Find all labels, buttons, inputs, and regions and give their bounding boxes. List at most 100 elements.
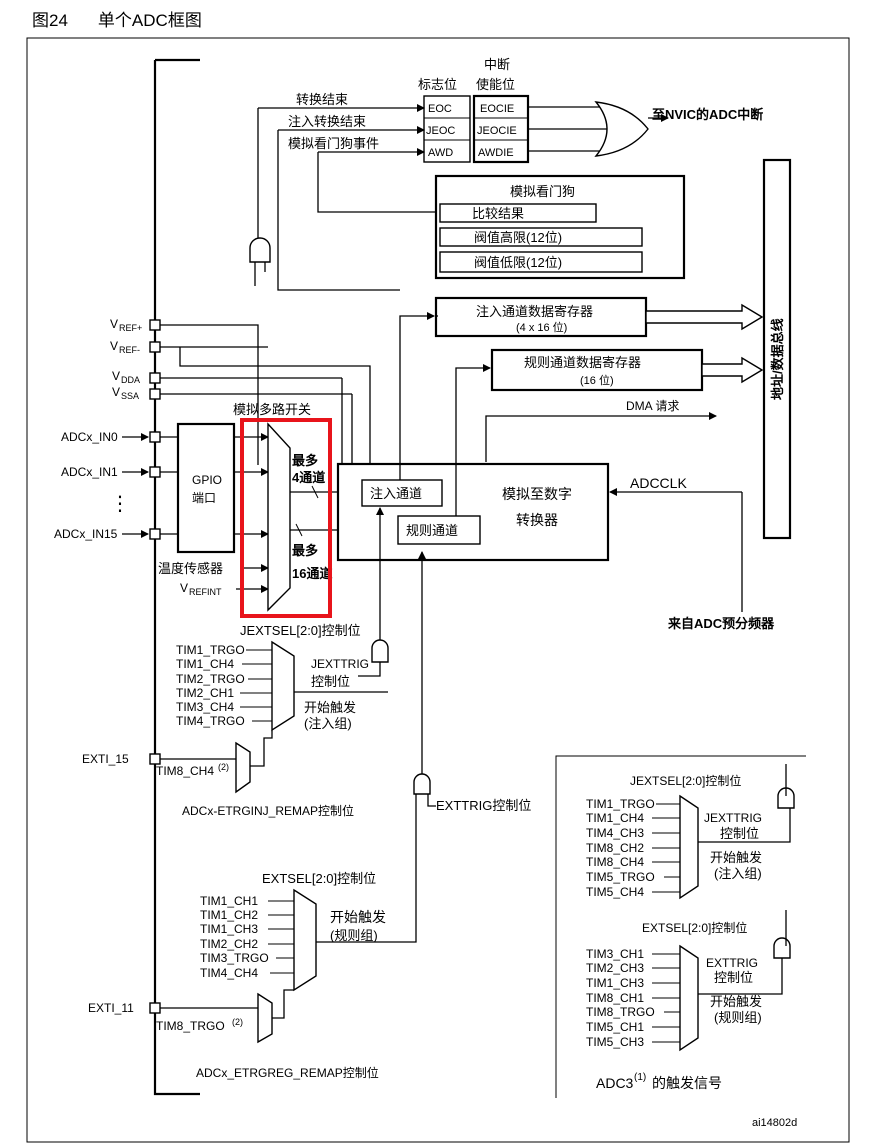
inj-data-register <box>434 296 648 338</box>
jexttrig-label-1: JEXTTRIG <box>311 657 369 671</box>
adcx-in1-pin: ADCx_IN1 <box>61 465 161 479</box>
svg-text:V: V <box>112 385 120 399</box>
reg-src-0: TIM1_CH1 <box>200 894 258 908</box>
adc3-reg-start-2: (规则组) <box>714 1010 762 1025</box>
svg-text:V: V <box>110 339 118 353</box>
reg-data-register <box>490 348 704 392</box>
adc3-inj-src-0: TIM1_TRGO <box>586 797 655 811</box>
exti15-label: EXTI_15 <box>82 752 129 766</box>
jextsel-label: JEXTSEL[2:0]控制位 <box>240 623 361 638</box>
address-data-bus <box>762 158 792 540</box>
inj-src-3: TIM2_CH1 <box>176 686 234 700</box>
bus-label: 地址/数据总线 <box>770 318 785 400</box>
reg-src-1: TIM1_CH2 <box>200 908 258 922</box>
adc3-inj-and-gate-icon <box>777 787 795 809</box>
svg-text:(2): (2) <box>218 762 229 772</box>
adc3-inj-start-1: 开始触发 <box>710 850 762 865</box>
inj-src-5: TIM4_TRGO <box>176 714 245 728</box>
adc3-reg-sources: TIM3_CH1 TIM2_CH3 TIM1_CH3 TIM8_CH1 TIM8… <box>586 947 655 1049</box>
adc3-reg-start-1: 开始触发 <box>710 994 762 1009</box>
inj-start-1: 开始触发 <box>304 700 356 715</box>
watchdog-title: 模拟看门狗 <box>510 184 575 199</box>
reg-src-3: TIM2_CH2 <box>200 937 258 951</box>
svg-text:ADC3: ADC3 <box>596 1075 634 1091</box>
svg-text:REFINT: REFINT <box>189 587 222 597</box>
svg-text:TIM8_CH4: TIM8_CH4 <box>156 764 214 778</box>
exti11-label: EXTI_11 <box>88 1001 134 1015</box>
reg-register-size: (16 位) <box>580 373 614 387</box>
etrginj-remap-mux <box>235 741 251 794</box>
adc3-reg-src-4: TIM8_TRGO <box>586 1005 655 1019</box>
int-header-2: 使能位 <box>476 77 515 92</box>
adc3-reg-and-gate-icon <box>773 937 791 959</box>
inj-register-title: 注入通道数据寄存器 <box>476 304 593 319</box>
svg-text:DDA: DDA <box>121 375 140 385</box>
adc3-exttrig-1: EXTTRIG <box>706 956 758 970</box>
prescaler-label: 来自ADC预分频器 <box>667 616 775 631</box>
int-header-1: 中断 <box>484 57 510 72</box>
reg-src-5: TIM4_CH4 <box>200 966 258 980</box>
threshold-low: 阀值低限(12位) <box>474 255 562 270</box>
analog-mux <box>267 422 291 612</box>
inj-channel-label: 注入通道 <box>370 486 422 501</box>
svg-text:ADCx_IN1: ADCx_IN1 <box>61 465 118 479</box>
inj-bus-arrow-icon <box>645 303 764 331</box>
adc3-inj-src-1: TIM1_CH4 <box>586 811 644 825</box>
inj-src-4: TIM3_CH4 <box>176 700 234 714</box>
reg-channel-box <box>397 515 481 545</box>
reg-trigger-mux <box>293 888 317 992</box>
inj-conv-end-label: 注入转换结束 <box>288 114 366 129</box>
etrgreg-remap-label: ADCx_ETRGREG_REMAP控制位 <box>196 1065 379 1080</box>
adc3-inj-src-6: TIM5_CH4 <box>586 885 644 899</box>
reg-bus-arrow-icon <box>701 356 764 384</box>
adc3-inj-src-5: TIM5_TRGO <box>586 870 655 884</box>
adc3-jextsel: JEXTSEL[2:0]控制位 <box>630 773 741 788</box>
dma-label: DMA 请求 <box>626 399 679 413</box>
adc3-inj-src-2: TIM4_CH3 <box>586 826 644 840</box>
adc-label-1: 模拟至数字 <box>502 486 572 502</box>
vrefint-label: V REFINT <box>180 581 222 597</box>
svg-text:V: V <box>180 581 188 595</box>
adc-converter <box>336 462 610 562</box>
svg-text:的触发信号: 的触发信号 <box>652 1075 722 1091</box>
mux-4-channels: 4通道 <box>292 470 325 485</box>
reg-start-2: (规则组) <box>330 928 378 943</box>
and-gate-icon <box>249 237 271 263</box>
compare-result: 比较结果 <box>472 206 524 221</box>
adc3-exttrig-2: 控制位 <box>714 970 753 985</box>
svg-text:V: V <box>110 317 118 331</box>
threshold-high: 阀值高限(12位) <box>474 230 562 245</box>
svg-text:TIM8_TRGO: TIM8_TRGO <box>156 1019 225 1033</box>
inj-register-size: (4 x 16 位) <box>516 320 567 334</box>
etrgreg-remap-mux <box>257 992 273 1044</box>
vref-plus-pin: V REF+ <box>110 317 161 333</box>
tim8-trgo-label: TIM8_TRGO (2) <box>156 1017 243 1033</box>
inj-src-0: TIM1_TRGO <box>176 643 245 657</box>
reg-trigger-sources: TIM1_CH1 TIM1_CH2 TIM1_CH3 TIM2_CH2 TIM3… <box>200 894 269 980</box>
gpio-port <box>176 422 236 554</box>
jeoc-flag: JEOC <box>426 125 455 137</box>
adc3-reg-src-5: TIM5_CH1 <box>586 1020 644 1034</box>
vref-minus-pin: V REF- <box>110 339 161 355</box>
exti11-pin <box>149 1002 161 1014</box>
figure-caption: 单个ADC框图 <box>97 11 202 30</box>
reg-register-title: 规则通道数据寄存器 <box>524 355 641 370</box>
channel-ellipsis: ⋮ <box>110 493 130 515</box>
flag-register <box>423 95 471 163</box>
inj-src-2: TIM2_TRGO <box>176 672 245 686</box>
adc3-reg-src-3: TIM8_CH1 <box>586 991 644 1005</box>
adc3-inj-src-3: TIM8_CH2 <box>586 841 644 855</box>
adc3-extsel: EXTSEL[2:0]控制位 <box>642 920 747 935</box>
adc3-inj-start-2: (注入组) <box>714 866 762 881</box>
jeocie-bit: JEOCIE <box>477 125 517 137</box>
awdie-bit: AWDIE <box>478 147 514 159</box>
pin-bus <box>153 58 200 1096</box>
svg-text:REF-: REF- <box>119 345 140 355</box>
conv-end-label: 转换结束 <box>296 92 348 107</box>
outer-frame <box>26 37 850 1143</box>
adc3-caption: ADC3 (1) 的触发信号 <box>596 1072 722 1091</box>
svg-text:ADCx_IN0: ADCx_IN0 <box>61 430 118 444</box>
reg-start-1: 开始触发 <box>330 909 386 925</box>
vdda-pin: V DDA <box>112 369 161 385</box>
